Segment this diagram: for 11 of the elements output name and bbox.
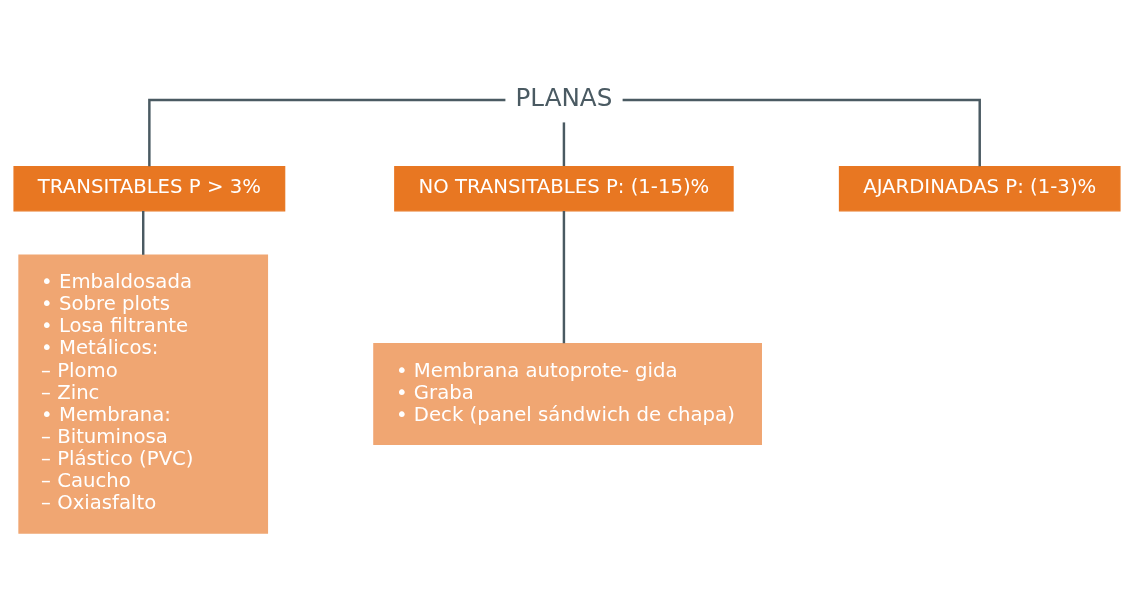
node-box: AJARDINADAS P: (1-3)% xyxy=(838,165,1121,212)
connector xyxy=(148,98,506,167)
connector xyxy=(562,211,566,344)
node-box: TRANSITABLES P > 3% xyxy=(13,165,286,212)
connector xyxy=(562,122,566,166)
node-box: • Membrana autoprote- gida • Graba • Deck (panel sándwich de chapa) xyxy=(373,343,762,446)
connector xyxy=(622,98,981,167)
node-text: PLANAS xyxy=(515,83,613,113)
node-box: • Embaldosada • Sobre plots • Losa filtrante • Metálicos: – Plomo – Zinc • Membrana: – Bituminosa – Plástico (PVC) – Caucho – Oxiasfalto xyxy=(18,254,269,534)
node-box: NO TRANSITABLES P: (1-15)% xyxy=(394,165,734,212)
connector xyxy=(142,211,145,255)
